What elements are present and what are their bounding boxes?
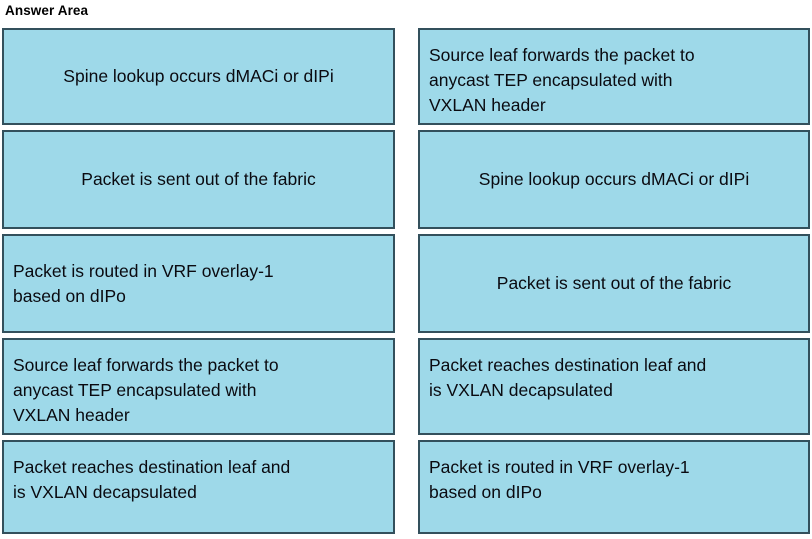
- page-title: Answer Area: [5, 3, 89, 18]
- right-column: Source leaf forwards the packet to anyca…: [418, 28, 810, 539]
- answer-option-label: Packet is sent out of the fabric: [496, 273, 732, 293]
- answer-option-label: Packet reaches destination leaf and is V…: [13, 457, 291, 502]
- answer-option-right-2[interactable]: Spine lookup occurs dMACi or dIPi: [418, 130, 810, 229]
- answer-option-label: Source leaf forwards the packet to anyca…: [13, 355, 279, 425]
- left-column: Spine lookup occurs dMACi or dIPi Packet…: [2, 28, 395, 539]
- answer-option-label: Source leaf forwards the packet to anyca…: [429, 45, 695, 115]
- answer-option-right-1[interactable]: Source leaf forwards the packet to anyca…: [418, 28, 810, 125]
- answer-option-left-1[interactable]: Spine lookup occurs dMACi or dIPi: [2, 28, 395, 125]
- answer-option-left-5[interactable]: Packet reaches destination leaf and is V…: [2, 440, 395, 534]
- answer-option-label: Packet is routed in VRF overlay-1 based …: [13, 260, 274, 306]
- answer-option-right-3[interactable]: Packet is sent out of the fabric: [418, 234, 810, 333]
- answer-option-label: Spine lookup occurs dMACi or dIPi: [63, 66, 334, 86]
- answer-option-left-3[interactable]: Packet is routed in VRF overlay-1 based …: [2, 234, 395, 333]
- answer-option-right-4[interactable]: Packet reaches destination leaf and is V…: [418, 338, 810, 435]
- answer-option-label: Spine lookup occurs dMACi or dIPi: [478, 169, 750, 189]
- answer-option-label: Packet is sent out of the fabric: [81, 169, 316, 189]
- answer-option-left-4[interactable]: Source leaf forwards the packet to anyca…: [2, 338, 395, 435]
- answer-option-right-5[interactable]: Packet is routed in VRF overlay-1 based …: [418, 440, 810, 534]
- answer-option-left-2[interactable]: Packet is sent out of the fabric: [2, 130, 395, 229]
- answer-option-label: Packet is routed in VRF overlay-1 based …: [429, 457, 690, 502]
- answer-option-label: Packet reaches destination leaf and is V…: [429, 355, 707, 400]
- answer-area: Spine lookup occurs dMACi or dIPi Packet…: [0, 28, 812, 534]
